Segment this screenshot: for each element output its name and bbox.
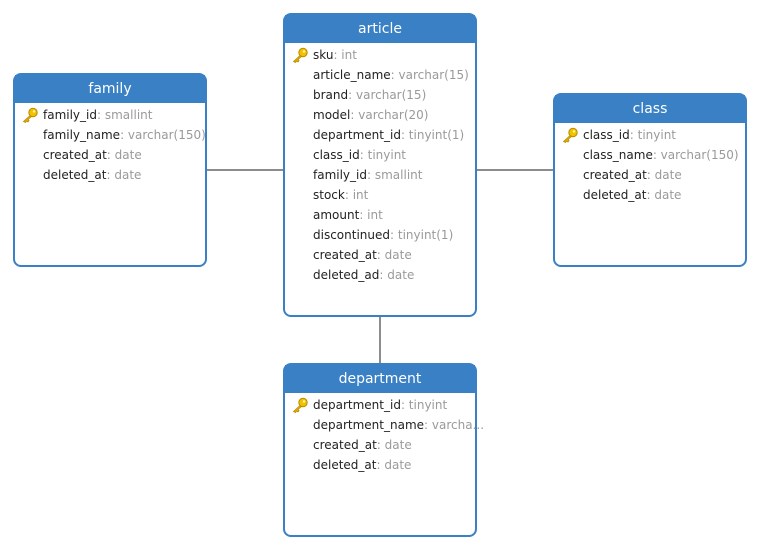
field-type: : date [376, 458, 412, 472]
field-name: created_at [43, 148, 107, 162]
field-type: : date [376, 248, 412, 262]
field-type: : smallint [367, 168, 423, 182]
entity-title: family [15, 75, 205, 103]
field-row[interactable]: created_at: date [285, 245, 475, 265]
field-name: stock [313, 188, 345, 202]
field-name: created_at [313, 438, 377, 452]
field-name: brand [313, 88, 349, 102]
field-type: : tinyint [629, 128, 676, 142]
primary-key-icon [561, 127, 579, 144]
field-name: class_id [313, 148, 360, 162]
field-type: : varchar(15) [348, 88, 427, 102]
field-type: : tinyint(1) [400, 128, 465, 142]
field-row[interactable]: sku: int [285, 45, 475, 65]
entity-title: class [555, 95, 745, 123]
field-name: amount [313, 208, 360, 222]
field-row[interactable]: class_id: tinyint [555, 125, 745, 145]
field-type: : int [333, 48, 357, 62]
field-name: class_id [583, 128, 630, 142]
field-row[interactable]: article_name: varchar(15) [285, 65, 475, 85]
field-row[interactable]: deleted_at: date [15, 165, 205, 185]
field-name: family_name [43, 128, 121, 142]
field-type: : date [646, 188, 682, 202]
field-row[interactable]: family_id: smallint [285, 165, 475, 185]
field-row[interactable]: brand: varchar(15) [285, 85, 475, 105]
field-name: department_id [313, 128, 401, 142]
field-row[interactable]: department_id: tinyint [285, 395, 475, 415]
field-row[interactable]: family_name: varchar(150) [15, 125, 206, 145]
field-name: family_id [43, 108, 97, 122]
field-name: created_at [583, 168, 647, 182]
field-type: : smallint [97, 108, 153, 122]
field-row[interactable]: created_at: date [555, 165, 745, 185]
field-type: : int [344, 188, 369, 202]
field-row[interactable]: stock: int [285, 185, 475, 205]
field-name: sku [313, 48, 334, 62]
primary-key-icon [291, 397, 309, 414]
field-type: : date [376, 438, 412, 452]
field-type: : tinyint [359, 148, 406, 162]
field-name: department_name [313, 418, 425, 432]
primary-key-icon [21, 107, 39, 124]
field-row[interactable]: amount: int [285, 205, 475, 225]
field-name: article_name [313, 68, 391, 82]
field-type: : date [379, 268, 415, 282]
field-type: : varchar(15) [390, 68, 469, 82]
field-type: : varchar(150) [652, 148, 739, 162]
field-row[interactable]: created_at: date [285, 435, 475, 455]
field-row[interactable]: discontinued: tinyint(1) [285, 225, 475, 245]
field-row[interactable]: class_name: varchar(150) [555, 145, 745, 165]
field-row[interactable]: model: varchar(20) [285, 105, 475, 125]
field-row[interactable]: created_at: date [15, 145, 205, 165]
field-name: model [313, 108, 351, 122]
field-row[interactable]: deleted_ad: date [285, 265, 475, 285]
field-type: : date [106, 168, 142, 182]
entity-title: article [285, 15, 475, 43]
field-type: : varcha... [424, 418, 485, 432]
field-row[interactable]: class_id: tinyint [285, 145, 475, 165]
field-type: : int [359, 208, 383, 222]
field-type: : date [106, 148, 142, 162]
field-type: : date [646, 168, 682, 182]
field-row[interactable]: family_id: smallint [15, 105, 205, 125]
field-name: discontinued [313, 228, 390, 242]
field-type: : varchar(150) [120, 128, 206, 142]
field-type: : varchar(20) [350, 108, 429, 122]
field-name: created_at [313, 248, 377, 262]
field-row[interactable]: department_name: varcha... [285, 415, 484, 435]
primary-key-icon [291, 47, 309, 64]
entity-title: department [285, 365, 475, 393]
field-name: family_id [313, 168, 367, 182]
field-type: : tinyint(1) [390, 228, 454, 242]
field-row[interactable]: deleted_at: date [555, 185, 745, 205]
field-type: : tinyint [400, 398, 448, 412]
field-row[interactable]: department_id: tinyint(1) [285, 125, 475, 145]
field-row[interactable]: deleted_at: date [285, 455, 475, 475]
field-name: deleted_at [583, 188, 647, 202]
field-name: department_id [313, 398, 401, 412]
field-name: class_name [583, 148, 653, 162]
field-name: deleted_at [43, 168, 107, 182]
field-name: deleted_at [313, 458, 377, 472]
field-name: deleted_ad [313, 268, 380, 282]
